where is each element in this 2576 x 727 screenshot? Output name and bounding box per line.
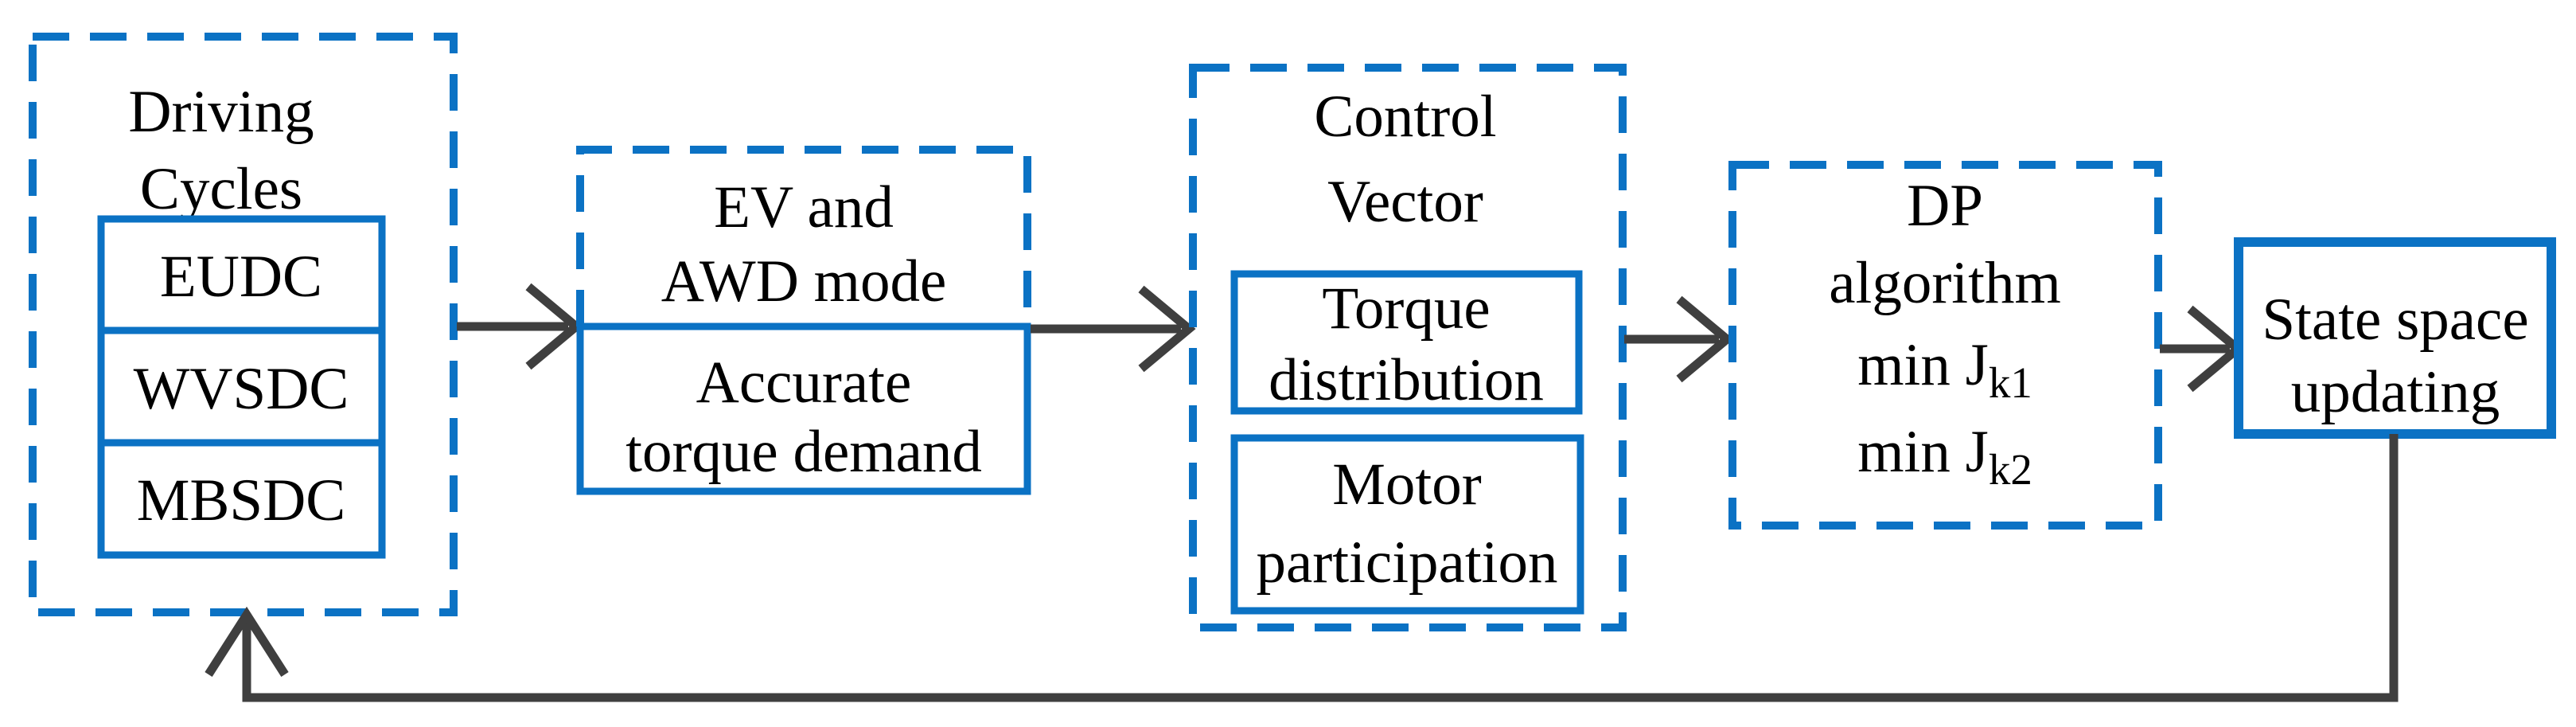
dp-line3: min Jk1 (1857, 332, 2032, 407)
dp-line4-main: min J (1857, 419, 1989, 485)
dp-line3-main: min J (1857, 332, 1989, 398)
torque-demand-line2: torque demand (625, 419, 982, 485)
dp-line1: DP (1907, 173, 1983, 239)
arrow-head-up-icon (205, 606, 289, 677)
dp-line4-subscript: k2 (1989, 445, 2032, 494)
state-space-line2: updating (2291, 359, 2500, 425)
wvsdc-box (97, 326, 386, 447)
driving-cycles-title-line2: Cycles (140, 156, 302, 222)
arrow-head-icon (1138, 285, 1196, 373)
torque-distribution-box (1230, 270, 1583, 415)
feedback-line (242, 434, 2399, 702)
arrow-head-icon (1676, 295, 1734, 383)
mode-label-line1: EV and (714, 174, 894, 240)
control-vector-dashed-box (1189, 64, 1627, 631)
arrow-control-to-dp (1624, 295, 1734, 383)
feedback-loop (205, 434, 2399, 702)
eudc-label: EUDC (160, 244, 322, 310)
torque-distribution-line2: distribution (1269, 347, 1544, 413)
state-space-box (2234, 237, 2556, 439)
motor-participation-box (1230, 434, 1584, 615)
dp-line4: min Jk2 (1857, 419, 2032, 494)
arrow-mode-to-control (1031, 285, 1196, 373)
dp-line2: algorithm (1829, 250, 2061, 316)
arrow-driving-to-mode (457, 283, 583, 370)
wvsdc-label: WVSDC (134, 356, 349, 422)
driving-cycles-title-line1: Driving (128, 79, 314, 145)
dp-algorithm-group: DP algorithm min Jk1 min Jk2 (1728, 161, 2162, 530)
mbsdc-box (97, 439, 386, 559)
mode-group: EV and AWD mode Accurate torque demand (576, 146, 1031, 495)
dp-dashed-box (1728, 161, 2162, 530)
state-space-group: State space updating (2234, 237, 2556, 439)
mode-dashed-box (576, 146, 1031, 326)
arrow-dp-to-state (2160, 305, 2245, 393)
motor-participation-line2: participation (1256, 530, 1557, 596)
dp-line3-subscript: k1 (1989, 358, 2032, 407)
control-vector-title-line2: Vector (1327, 169, 1483, 235)
control-vector-group: Control Vector Torque distribution Motor… (1189, 64, 1627, 631)
mode-label-line2: AWD mode (661, 248, 946, 315)
driving-cycles-group: Driving Cycles EUDC WVSDC MBSDC (29, 33, 458, 616)
torque-demand-line1: Accurate (696, 350, 912, 416)
state-space-line1: State space (2262, 287, 2528, 353)
eudc-box (97, 215, 386, 334)
control-vector-title-line1: Control (1314, 84, 1496, 150)
torque-demand-box (576, 322, 1031, 495)
torque-distribution-line1: Torque (1322, 276, 1490, 342)
mbsdc-label: MBSDC (137, 467, 346, 534)
motor-participation-line1: Motor (1332, 451, 1482, 518)
